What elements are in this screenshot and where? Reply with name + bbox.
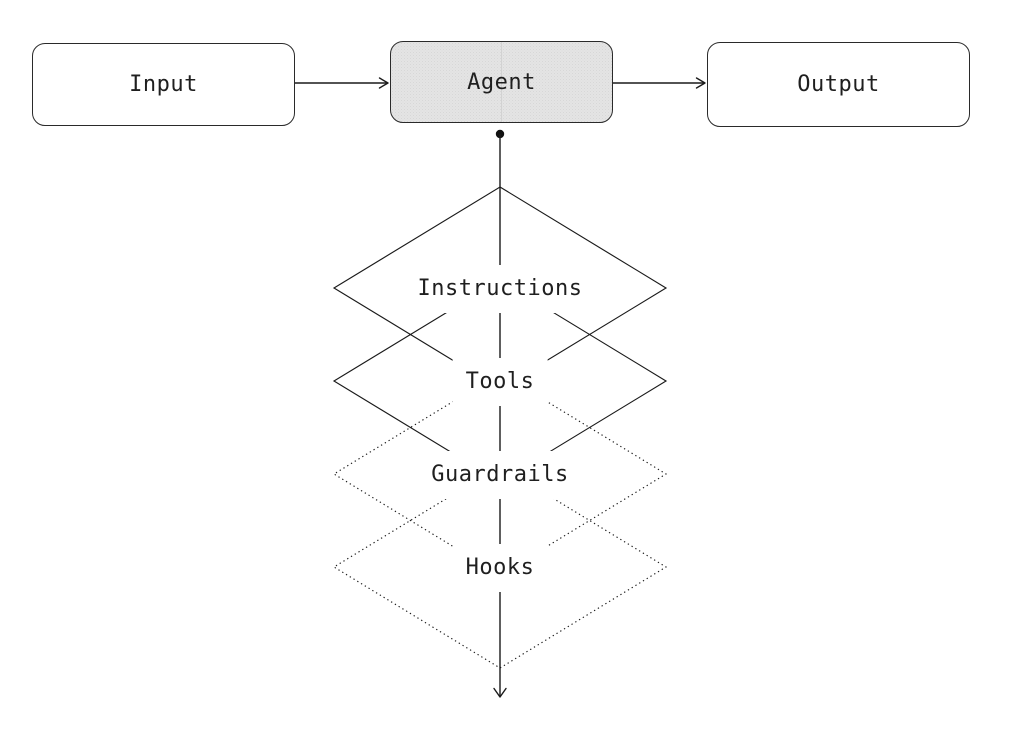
output-node: Output [707, 42, 970, 127]
agent-node: Agent [390, 41, 613, 123]
guardrails-diamond-outline [332, 372, 668, 576]
arrowhead-input-to-agent-icon [378, 77, 389, 89]
layer-label-guardrails: Guardrails [418, 451, 582, 499]
layer-label-tools: Tools [452, 358, 548, 406]
input-node: Input [32, 43, 295, 126]
agent-node-label: Agent [467, 69, 536, 95]
layer-label-instructions: Instructions [404, 265, 596, 313]
layer-label-hooks: Hooks [452, 544, 548, 592]
arrowhead-agent-to-output-icon [695, 77, 706, 89]
input-node-label: Input [129, 72, 198, 97]
output-node-label: Output [797, 72, 880, 97]
hooks-diamond-outline [332, 465, 668, 669]
flow-arrowhead-icon [493, 687, 507, 698]
